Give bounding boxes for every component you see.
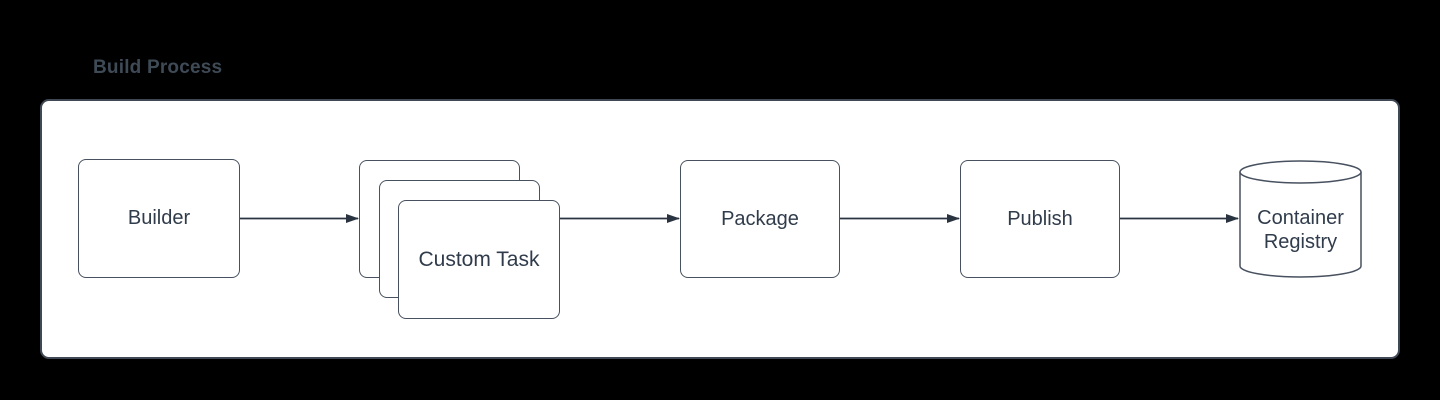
node-publish: Publish <box>960 160 1120 278</box>
node-builder-label: Builder <box>127 207 191 229</box>
node-custom-task-label: Custom Task <box>418 247 540 271</box>
cylinder-icon <box>1239 160 1362 278</box>
node-package: Package <box>680 160 840 278</box>
diagram-title: Build Process <box>93 57 223 78</box>
node-package-label: Package <box>721 207 799 230</box>
node-builder: Builder <box>78 159 240 278</box>
node-publish-label: Publish <box>1007 207 1073 230</box>
node-container-registry: Container Registry <box>1239 160 1362 278</box>
node-container-registry-label: Container Registry <box>1257 207 1344 253</box>
node-custom-task-card-front: Custom Task <box>398 200 560 319</box>
